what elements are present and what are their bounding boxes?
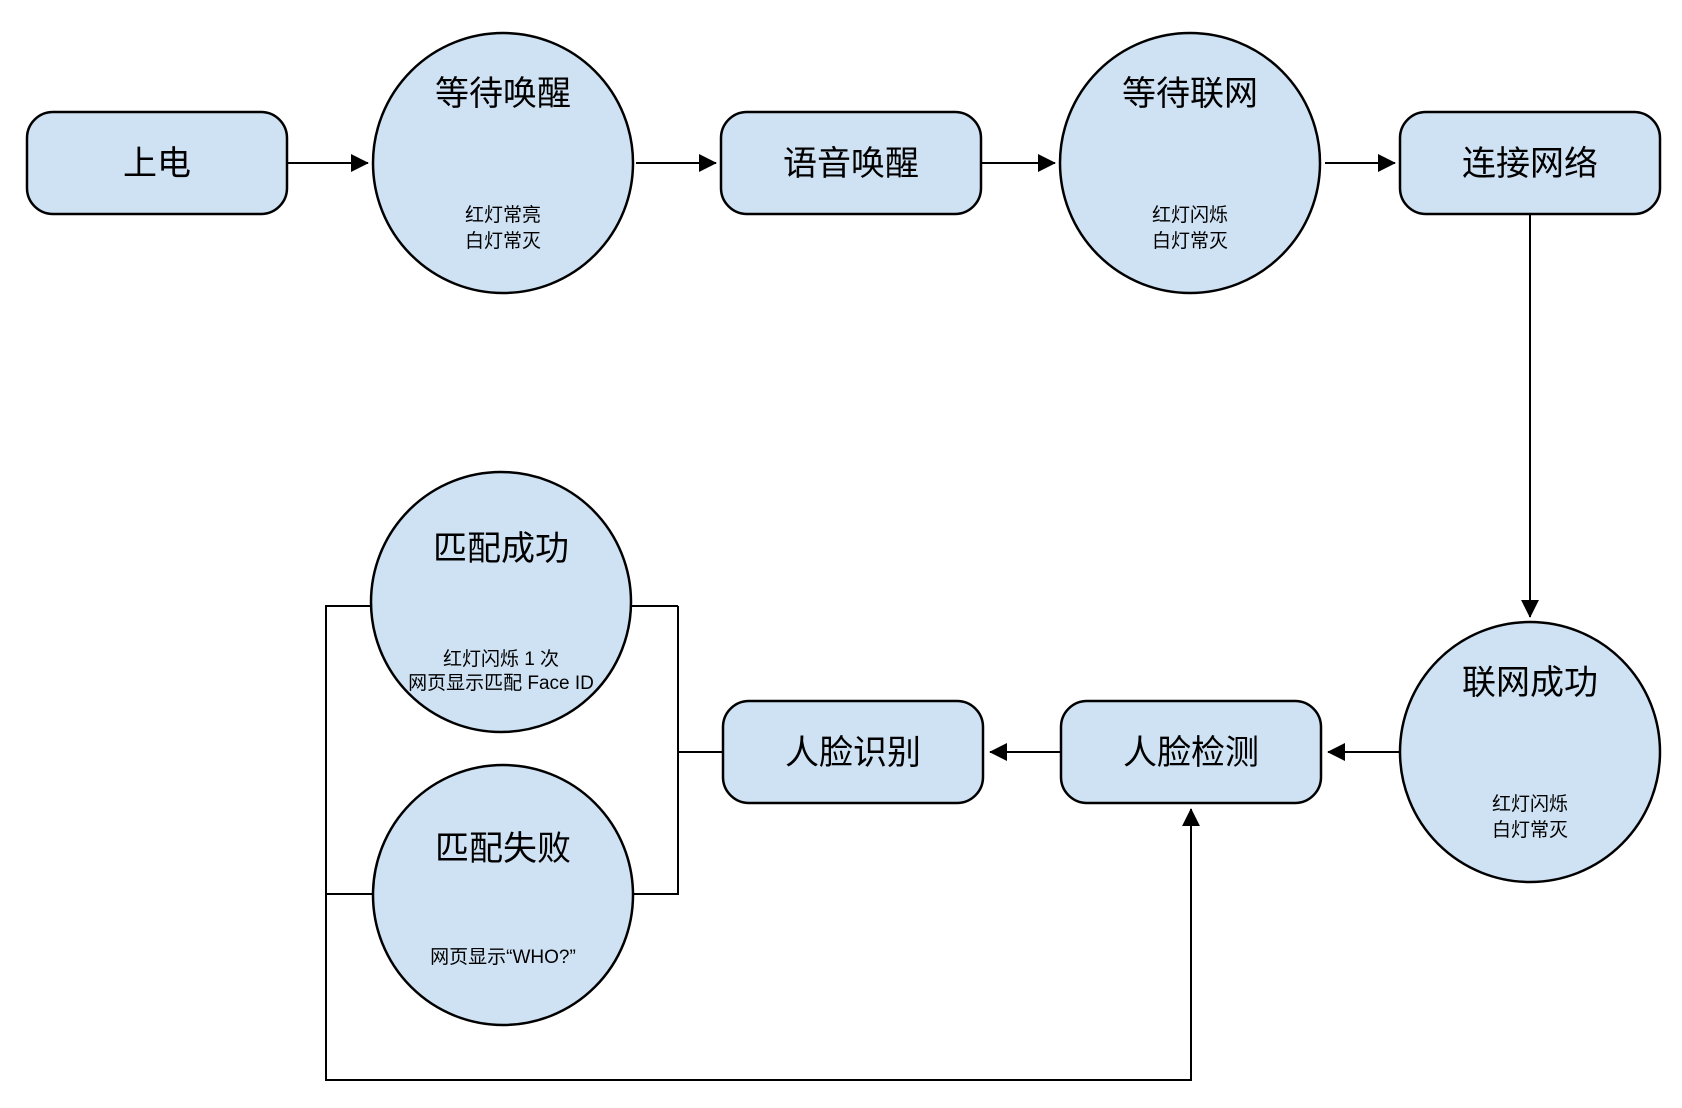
- node-match-fail: 匹配失败 网页显示“WHO?”: [371, 763, 635, 1027]
- wait-net-status-line-2: 白灯常灭: [1152, 230, 1228, 252]
- wait-wake-label: 等待唤醒: [435, 75, 571, 113]
- node-voice-wake: 语音唤醒: [719, 110, 983, 216]
- match-ok-label: 匹配成功: [433, 530, 569, 568]
- wait-net-label: 等待联网: [1122, 75, 1258, 113]
- wait-net-shape: [1058, 31, 1322, 295]
- power-on-shape: [25, 110, 289, 216]
- face-detect-shape: [1059, 699, 1323, 805]
- node-face-detect: 人脸检测: [1059, 699, 1323, 805]
- wait-wake-shape: [371, 31, 635, 295]
- node-wait-wake: 等待唤醒 红灯常亮 白灯常灭: [371, 31, 635, 295]
- face-detect-label: 人脸检测: [1123, 734, 1259, 772]
- wait-wake-status-line-2: 白灯常灭: [465, 230, 541, 252]
- node-power-on: 上电: [25, 110, 289, 216]
- net-ok-shape: [1398, 620, 1662, 884]
- face-recog-label: 人脸识别: [785, 734, 921, 772]
- voice-wake-shape: [719, 110, 983, 216]
- node-connect-net: 连接网络: [1398, 110, 1662, 216]
- match-fail-shape: [371, 763, 635, 1027]
- match-fail-status-line-1: 网页显示“WHO?”: [430, 947, 576, 968]
- node-wait-net: 等待联网 红灯闪烁 白灯常灭: [1058, 31, 1322, 295]
- wait-wake-status-line-1: 红灯常亮: [465, 204, 541, 226]
- net-ok-status-line-2: 白灯常灭: [1492, 819, 1568, 841]
- power-on-label: 上电: [123, 145, 191, 183]
- node-face-recog: 人脸识别: [721, 699, 985, 805]
- match-ok-status-line-1: 红灯闪烁 1 次: [443, 648, 559, 670]
- match-fail-label: 匹配失败: [435, 830, 571, 868]
- connect-net-shape: [1398, 110, 1662, 216]
- connect-net-label: 连接网络: [1462, 145, 1598, 183]
- match-ok-shape: [369, 470, 633, 734]
- wait-net-status-line-1: 红灯闪烁: [1152, 204, 1228, 226]
- node-match-ok: 匹配成功 红灯闪烁 1 次 网页显示匹配 Face ID: [369, 470, 633, 734]
- net-ok-label: 联网成功: [1462, 664, 1598, 702]
- voice-wake-label: 语音唤醒: [783, 145, 919, 183]
- face-recog-shape: [721, 699, 985, 805]
- net-ok-status-line-1: 红灯闪烁: [1492, 793, 1568, 815]
- match-ok-status-line-2: 网页显示匹配 Face ID: [408, 673, 594, 694]
- node-net-ok: 联网成功 红灯闪烁 白灯常灭: [1398, 620, 1662, 884]
